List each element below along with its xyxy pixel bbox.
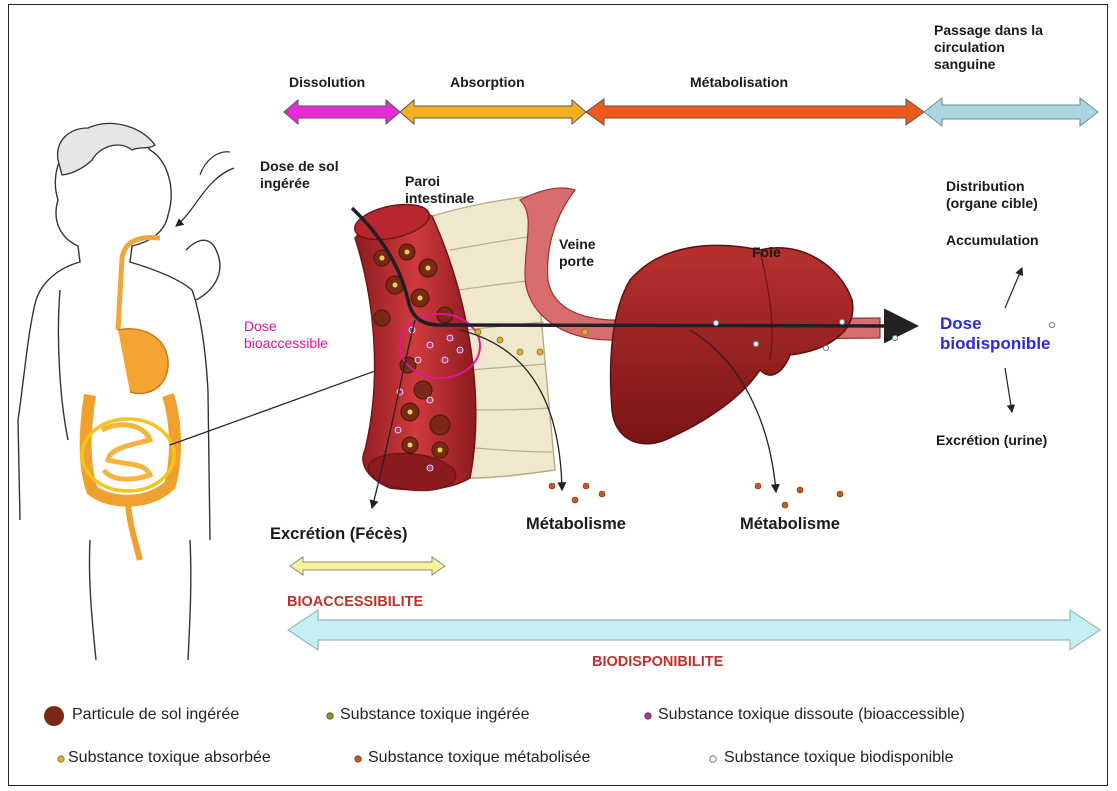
dose-bioaccessible-label: Dose bioaccessible — [244, 318, 328, 352]
biodisponibilite-label: BIODISPONIBILITE — [592, 654, 723, 671]
legend-metabolised: Substance toxique métabolisée — [368, 749, 590, 767]
child-esophagus — [118, 238, 160, 330]
legend-absorbed-dot — [58, 756, 64, 762]
passage-line-1: Passage dans la — [934, 22, 1043, 39]
legend-soil-particle: Particule de sol ingérée — [72, 706, 239, 724]
legend-absorbed: Substance toxique absorbée — [68, 749, 271, 767]
legend-soil-particle-dot — [44, 706, 64, 726]
accumulation-arrow — [1005, 268, 1022, 308]
passage-arrow — [924, 98, 1098, 126]
bioaccessibilite-arrow — [290, 557, 445, 575]
paroi-label: Paroi intestinale — [405, 173, 474, 207]
absorption-arrow — [400, 100, 586, 124]
veine-line-1: Veine — [559, 236, 596, 253]
paroi-line-1: Paroi — [405, 173, 474, 190]
dose-sol-line-1: Dose de sol — [260, 158, 339, 175]
liver — [611, 245, 853, 443]
distribution-label: Distribution (organe cible) — [946, 178, 1038, 212]
dose-bioaccessible-line-1: Dose — [244, 318, 328, 335]
phase-passage-label: Passage dans la circulation sanguine — [934, 22, 1043, 73]
mouth-arrow — [176, 168, 234, 226]
dose-biodisponible-label: Dose biodisponible — [940, 314, 1051, 354]
child-rectum — [128, 498, 140, 560]
legend-dissolved: Substance toxique dissoute (bioaccessibl… — [658, 706, 965, 724]
passage-line-2: circulation — [934, 39, 1043, 56]
child-small-intestine — [102, 425, 150, 479]
child-silhouette — [18, 133, 230, 660]
legend-ingested-dot — [327, 713, 333, 719]
metabolised-dots — [549, 483, 843, 508]
passage-line-3: sanguine — [934, 56, 1043, 73]
legend-ingested-text: Substance toxique ingérée — [340, 706, 529, 724]
legend-biodisponible-text: Substance toxique biodisponible — [724, 749, 954, 767]
legend-ingested: Substance toxique ingérée — [340, 706, 529, 724]
legend-dissolved-dot — [645, 713, 651, 719]
excretion-urine-label: Excrétion (urine) — [936, 432, 1047, 449]
dose-biodisponible-line-1: Dose — [940, 314, 1051, 334]
dose-biodisponible-line-2: biodisponible — [940, 334, 1051, 354]
dose-bioaccessible-line-2: bioaccessible — [244, 335, 328, 352]
legend-soil-particle-text: Particule de sol ingérée — [72, 706, 239, 724]
child-stomach — [118, 329, 168, 394]
metabolisation-arrow — [586, 99, 924, 125]
veine-line-2: porte — [559, 253, 596, 270]
phase-dissolution-label: Dissolution — [289, 74, 365, 91]
excretion-feces-label: Excrétion (Fécès) — [270, 526, 408, 543]
dissolution-arrow — [284, 100, 400, 124]
zoom-line — [170, 362, 400, 445]
metabolisme-2-label: Métabolisme — [740, 516, 840, 533]
phase-absorption-label: Absorption — [450, 74, 525, 91]
legend-metabolised-text: Substance toxique métabolisée — [368, 749, 590, 767]
paroi-line-2: intestinale — [405, 190, 474, 207]
accumulation-label: Accumulation — [946, 232, 1039, 249]
biodisponibilite-arrow — [288, 610, 1100, 650]
legend-dissolved-text: Substance toxique dissoute (bioaccessibl… — [658, 706, 965, 724]
foie-label: Foie — [752, 244, 781, 261]
distribution-line-1: Distribution — [946, 178, 1038, 195]
metabolisme-1-label: Métabolisme — [526, 516, 626, 533]
distribution-line-2: (organe cible) — [946, 195, 1038, 212]
phase-metabolisation-label: Métabolisation — [690, 74, 788, 91]
legend-biodisponible-dot — [710, 756, 716, 762]
dose-sol-line-2: ingérée — [260, 175, 339, 192]
dose-sol-label: Dose de sol ingérée — [260, 158, 339, 192]
legend-biodisponible: Substance toxique biodisponible — [724, 749, 954, 767]
child-hair — [58, 123, 155, 175]
bioaccessibilite-label: BIOACCESSIBILITE — [287, 594, 423, 611]
veine-label: Veine porte — [559, 236, 596, 270]
excretion-urine-arrow — [1005, 368, 1012, 412]
legend-metabolised-dot — [355, 756, 361, 762]
legend-absorbed-text: Substance toxique absorbée — [68, 749, 271, 767]
